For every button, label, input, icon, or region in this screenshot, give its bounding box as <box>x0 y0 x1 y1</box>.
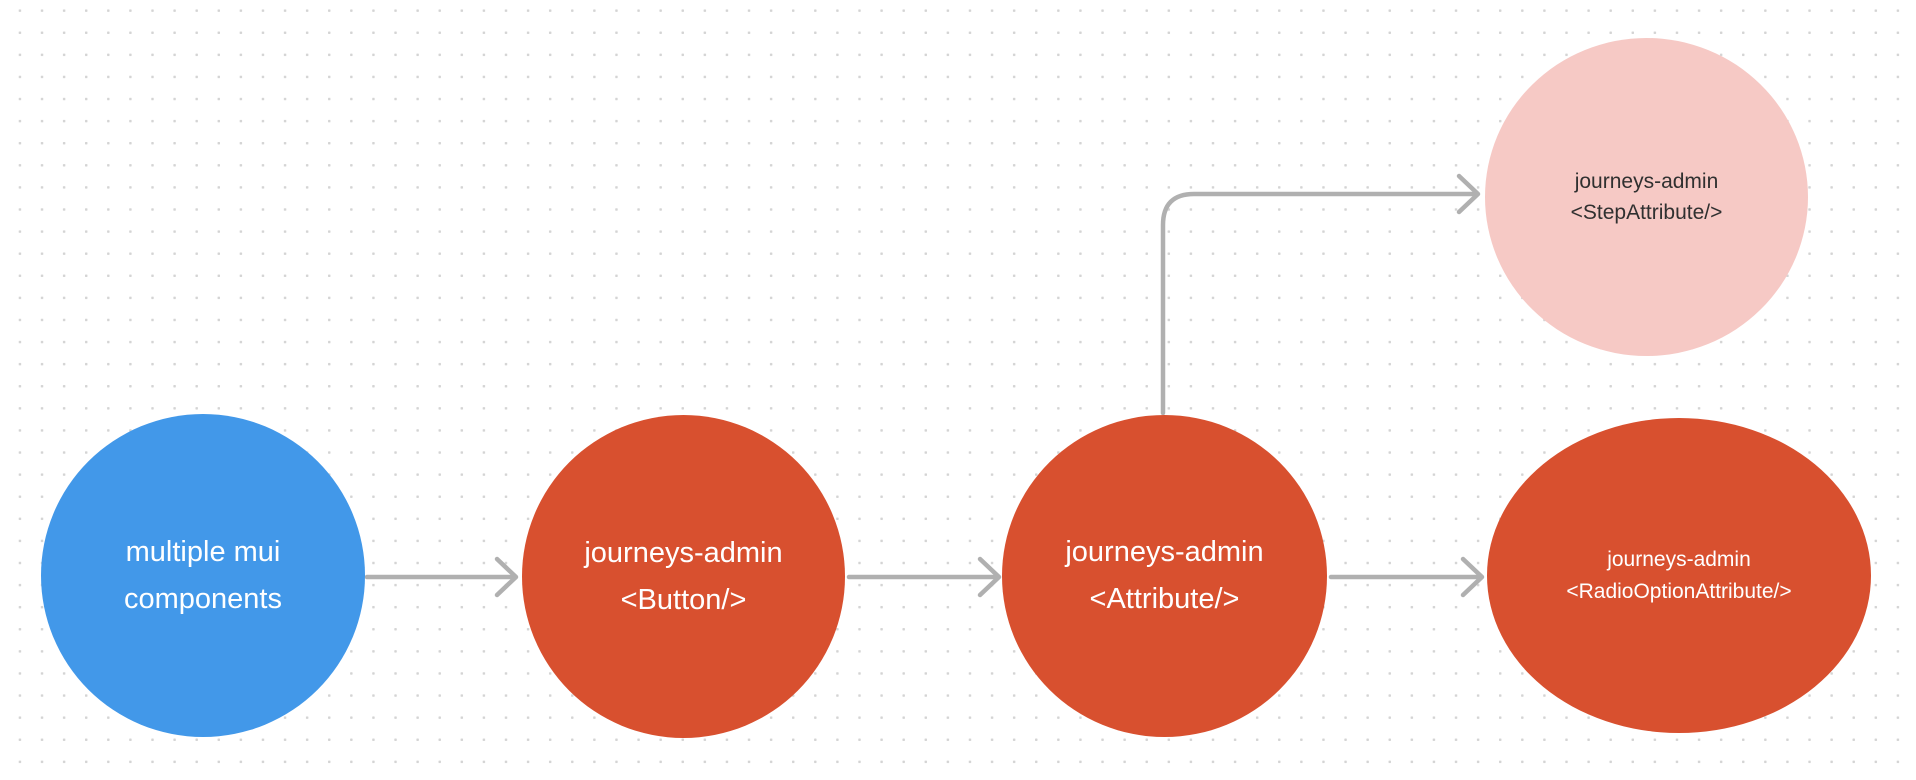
edge-button-to-attribute[interactable] <box>846 556 1002 598</box>
arrowhead-icon <box>1456 173 1481 215</box>
node-label-line1: journeys-admin <box>1065 536 1264 568</box>
edge-multiple-mui-to-button[interactable] <box>364 556 519 598</box>
edge-line <box>1160 191 1480 416</box>
node-multiple-mui-components[interactable]: multiple mui components <box>41 414 365 737</box>
node-journeys-admin-step-attribute[interactable]: journeys-admin <StepAttribute/> <box>1485 38 1808 356</box>
node-label-line2: <Attribute/> <box>1089 583 1240 615</box>
arrowhead-icon <box>977 556 1002 598</box>
node-label-line1: journeys-admin <box>584 536 783 569</box>
edge-attribute-to-step-attribute[interactable] <box>1160 173 1481 416</box>
node-journeys-admin-attribute[interactable]: journeys-admin <Attribute/> <box>1002 415 1327 737</box>
edge-attribute-to-radio-option-attribute[interactable] <box>1328 556 1485 598</box>
node-journeys-admin-button[interactable]: journeys-admin <Button/> <box>522 415 845 738</box>
arrowhead-icon <box>494 556 519 598</box>
node-label-line2: components <box>124 582 282 615</box>
node-label-line2: <StepAttribute/> <box>1570 201 1723 224</box>
node-label-line1: multiple mui <box>125 535 281 568</box>
node-label-line2: <Button/> <box>620 583 747 616</box>
node-label-line2: <RadioOptionAttribute/> <box>1566 579 1792 603</box>
arrowhead-icon <box>1460 556 1485 598</box>
node-label-line1: journeys-admin <box>1574 169 1719 193</box>
node-label-line1: journeys-admin <box>1607 548 1751 571</box>
node-journeys-admin-radio-option-attribute[interactable]: journeys-admin <RadioOptionAttribute/> <box>1487 418 1871 733</box>
